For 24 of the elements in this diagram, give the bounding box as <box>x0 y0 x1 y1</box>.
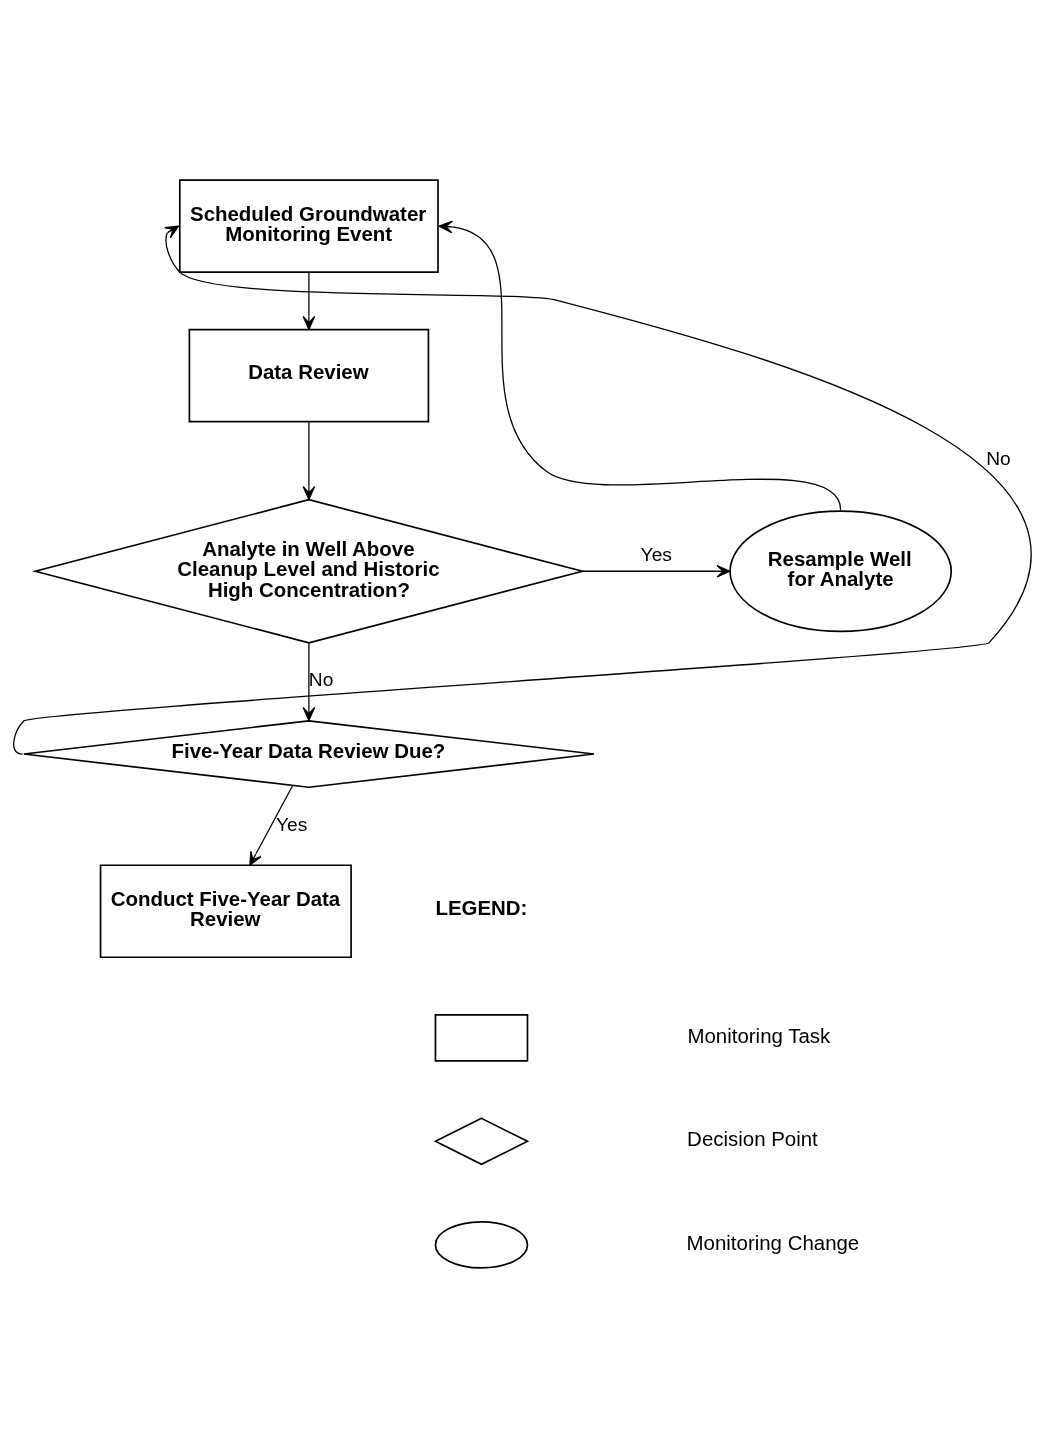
arrow <box>438 220 842 511</box>
node-ellipse <box>434 1220 529 1269</box>
edge-label: No <box>308 668 334 690</box>
arrow <box>302 271 316 330</box>
label: LEGEND: <box>435 895 528 919</box>
edge-label: Yes <box>640 543 672 565</box>
arrow <box>581 564 731 578</box>
node-box <box>434 1013 529 1062</box>
node-box: Scheduled Groundwater Monitoring Event <box>178 178 439 273</box>
node-diamond: Five-Year Data Review Due? <box>23 719 595 788</box>
edge-label: No <box>986 447 1011 469</box>
node-box: Conduct Five-Year Data Review <box>99 863 352 958</box>
legend-label: Monitoring Task <box>687 1023 831 1047</box>
edge-label: Yes <box>276 813 308 835</box>
arrow <box>249 784 294 866</box>
arrow <box>302 420 316 500</box>
legend-label: Monitoring Change <box>686 1230 860 1254</box>
arrow <box>302 642 316 721</box>
node-diamond <box>433 1116 530 1165</box>
node-ellipse: Resample Well for Analyte <box>729 509 953 632</box>
legend-label: Decision Point <box>687 1126 818 1150</box>
node-box: Data Review <box>188 328 430 423</box>
arrow <box>13 225 1032 755</box>
node-diamond: Analyte in Well Above Cleanup Level and Historic High Concentration? <box>32 498 586 644</box>
